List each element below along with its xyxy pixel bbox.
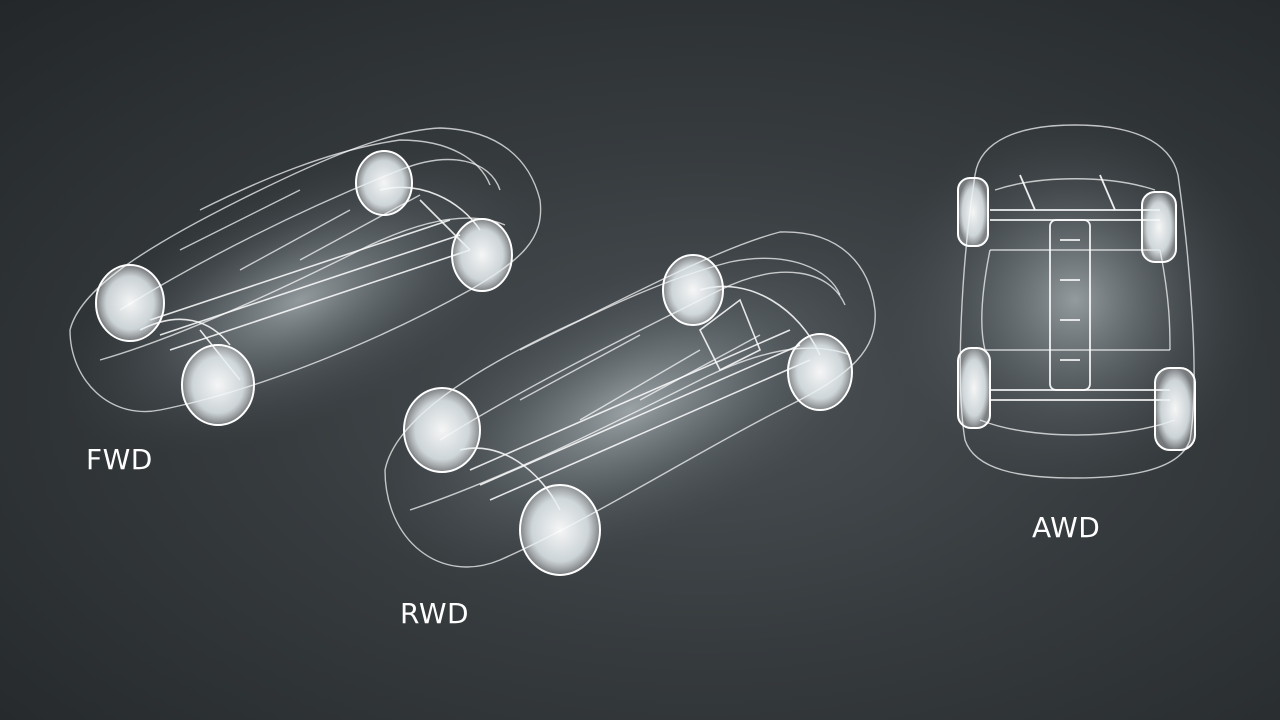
fwd-label: FWD bbox=[86, 443, 153, 476]
fwd-car bbox=[58, 127, 542, 455]
fwd-wheels bbox=[95, 150, 513, 426]
rwd-car bbox=[370, 231, 890, 577]
rwd-label: RWD bbox=[400, 597, 470, 630]
awd-drivetrain bbox=[990, 174, 1170, 401]
awd-car bbox=[885, 110, 1265, 490]
awd-wheels bbox=[957, 177, 1196, 451]
rwd-wheels bbox=[403, 254, 853, 576]
awd-label: AWD bbox=[1032, 511, 1101, 544]
